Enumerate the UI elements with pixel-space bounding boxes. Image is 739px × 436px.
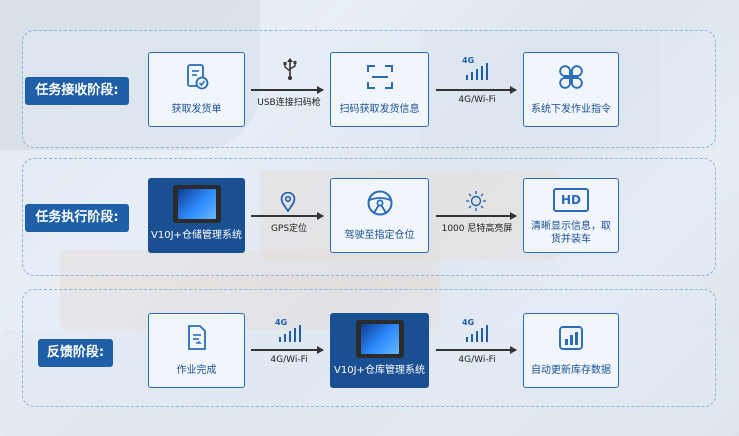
node-get-delivery-order: 获取发货单 <box>148 52 245 127</box>
signal-4g-icon: 4G <box>275 318 303 344</box>
node-caption: 获取发货单 <box>171 104 222 115</box>
connector-label: 4G/Wi-Fi <box>270 355 308 365</box>
flow-arrow <box>251 86 324 93</box>
tablet-device <box>173 185 221 223</box>
signal-badge: 4G <box>462 56 475 65</box>
node-caption: V10J+仓库管理系统 <box>334 365 425 376</box>
node-system-dispatch: 系统下发作业指令 <box>523 52 619 127</box>
flow-arrow <box>436 212 517 219</box>
connector-label: 4G/Wi-Fi <box>458 355 496 365</box>
steering-wheel-icon <box>367 190 392 216</box>
document-edit-icon <box>187 325 206 350</box>
four-petal-icon <box>559 65 583 89</box>
hd-icon: HD <box>553 188 589 212</box>
flow-arrow <box>436 86 517 93</box>
location-pin-icon <box>280 192 296 212</box>
node-caption-line2: 货并装车 <box>551 234 591 245</box>
tablet-device <box>356 320 404 358</box>
connector-label: 4G/Wi-Fi <box>458 95 496 105</box>
node-caption: 驾驶至指定仓位 <box>344 230 415 241</box>
connector-label: USB连接扫码枪 <box>257 98 321 108</box>
node-scan-delivery-info: 扫码获取发货信息 <box>330 52 429 127</box>
signal-badge: 4G <box>462 318 475 327</box>
signal-4g-icon: 4G <box>462 318 490 344</box>
node-v10j-warehouse-system: V10J+仓储管理系统 <box>148 178 245 253</box>
node-caption-line1: 清晰显示信息，取 <box>531 221 611 232</box>
stage-label-feedback: 反馈阶段: <box>38 339 113 367</box>
signal-badge: 4G <box>275 318 288 327</box>
document-check-icon <box>186 64 208 90</box>
node-drive-to-location: 驾驶至指定仓位 <box>330 178 429 253</box>
node-task-complete: 作业完成 <box>148 313 245 388</box>
flow-arrow <box>251 346 324 353</box>
flow-arrow <box>436 346 517 353</box>
stage-label-execute: 任务执行阶段: <box>25 204 129 232</box>
node-caption: 作业完成 <box>176 365 217 376</box>
node-display-and-load: HD 清晰显示信息，取 货并装车 <box>523 178 619 253</box>
node-caption: 自动更新库存数据 <box>531 365 611 376</box>
node-caption: 系统下发作业指令 <box>531 104 611 115</box>
usb-icon <box>283 58 297 80</box>
node-caption: V10J+仓储管理系统 <box>151 230 242 241</box>
hd-icon-text: HD <box>560 193 581 207</box>
connector-label: GPS定位 <box>270 224 308 234</box>
flow-arrow <box>251 212 324 219</box>
node-v10j-inventory-system: V10J+仓库管理系统 <box>330 313 429 388</box>
signal-4g-icon: 4G <box>462 56 490 82</box>
sun-icon <box>466 191 486 211</box>
node-update-inventory: 自动更新库存数据 <box>523 313 619 388</box>
scan-frame-icon <box>366 65 393 89</box>
stage-label-receive: 任务接收阶段: <box>25 77 129 105</box>
bar-chart-icon <box>559 326 583 350</box>
connector-label: 1000 尼特高亮屏 <box>441 224 513 234</box>
node-caption: 扫码获取发货信息 <box>339 104 420 115</box>
